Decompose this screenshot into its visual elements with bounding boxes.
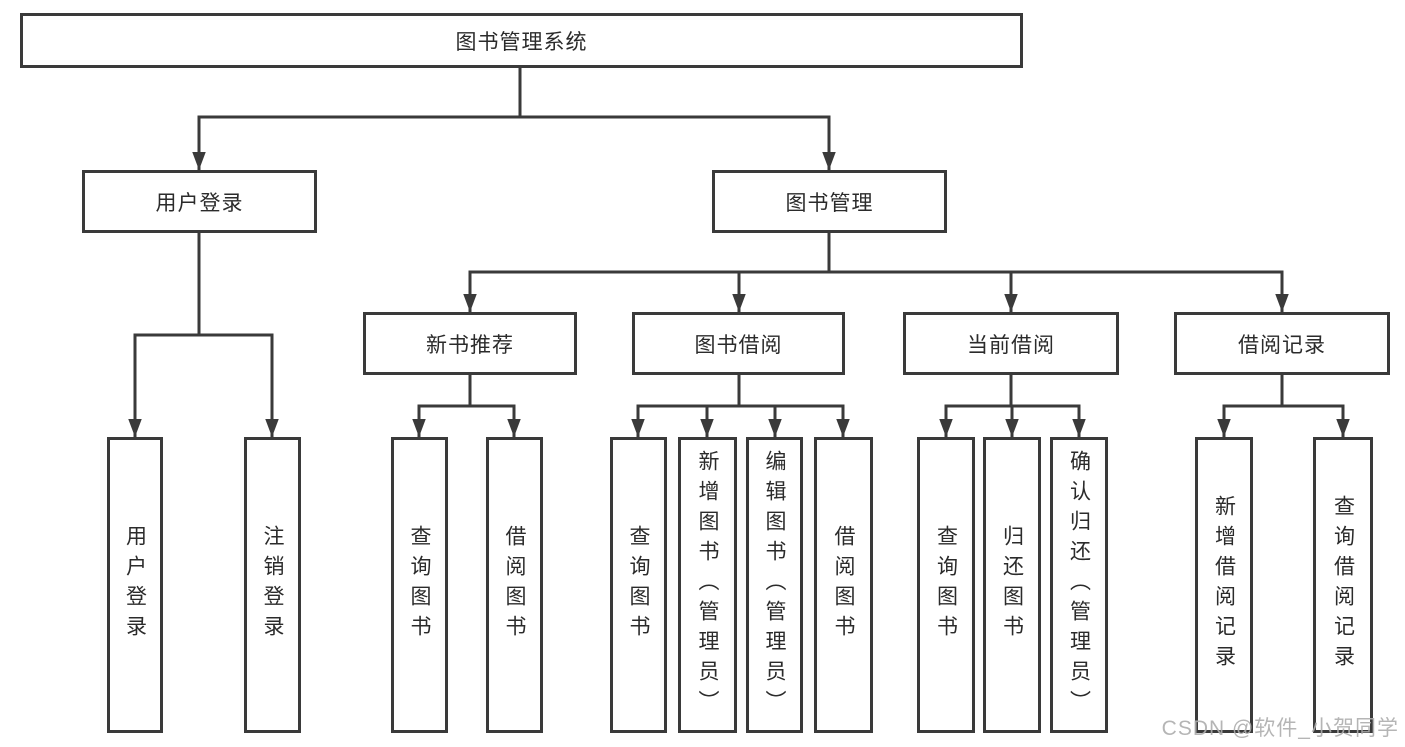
node-cb-return-books-label: 归还图书 xyxy=(1000,525,1024,645)
node-bb-edit-books-admin-label: 编辑图书（管理员） xyxy=(763,450,787,720)
node-cb-query-books: 查询图书 xyxy=(917,437,975,733)
node-bb-edit-books-admin: 编辑图书（管理员） xyxy=(746,437,803,733)
node-user-login-group-label: 用户登录 xyxy=(155,191,244,215)
node-bb-borrow-books: 借阅图书 xyxy=(814,437,873,733)
node-borrowing-records-label: 借阅记录 xyxy=(1238,333,1326,357)
node-borrowing-records: 借阅记录 xyxy=(1174,312,1390,375)
node-cb-confirm-return-admin-label: 确认归还（管理员） xyxy=(1067,450,1091,720)
node-current-borrowing: 当前借阅 xyxy=(903,312,1119,375)
edge-group-borrowing-records xyxy=(1217,375,1350,437)
node-book-borrowing: 图书借阅 xyxy=(632,312,845,375)
node-nb-borrow-books: 借阅图书 xyxy=(486,437,543,733)
node-user-login-group: 用户登录 xyxy=(82,170,317,233)
node-bb-borrow-books-label: 借阅图书 xyxy=(832,525,856,645)
node-nb-query-books-label: 查询图书 xyxy=(408,525,432,645)
node-library-system: 图书管理系统 xyxy=(20,13,1023,68)
edge-group-book-management xyxy=(463,233,1289,312)
node-br-query-record: 查询借阅记录 xyxy=(1313,437,1373,733)
csdn-watermark: CSDN @软件_小贺同学 xyxy=(1161,717,1399,740)
node-book-management-label: 图书管理 xyxy=(785,191,874,215)
edge-group-user-login xyxy=(128,233,279,437)
node-library-system-label: 图书管理系统 xyxy=(455,30,588,54)
node-book-borrowing-label: 图书借阅 xyxy=(694,333,783,357)
node-current-borrowing-label: 当前借阅 xyxy=(967,333,1055,357)
node-book-management: 图书管理 xyxy=(712,170,947,233)
node-user-login: 用户登录 xyxy=(107,437,163,733)
node-nb-borrow-books-label: 借阅图书 xyxy=(503,525,527,645)
edge-group-root xyxy=(192,68,836,170)
node-cb-return-books: 归还图书 xyxy=(983,437,1041,733)
edge-group-current-borrowing xyxy=(939,375,1086,437)
node-cb-query-books-label: 查询图书 xyxy=(934,525,958,645)
node-cb-confirm-return-admin: 确认归还（管理员） xyxy=(1050,437,1108,733)
node-logout-label: 注销登录 xyxy=(261,525,285,645)
edge-group-new-book xyxy=(412,375,521,437)
node-new-book-recommend: 新书推荐 xyxy=(363,312,577,375)
edge-group-book-borrowing xyxy=(631,375,850,437)
node-user-login-label: 用户登录 xyxy=(123,525,147,645)
node-logout: 注销登录 xyxy=(244,437,301,733)
node-bb-query-books: 查询图书 xyxy=(610,437,667,733)
node-bb-add-books-admin-label: 新增图书（管理员） xyxy=(696,450,720,720)
node-bb-query-books-label: 查询图书 xyxy=(627,525,651,645)
node-nb-query-books: 查询图书 xyxy=(391,437,448,733)
node-br-add-record: 新增借阅记录 xyxy=(1195,437,1253,733)
node-bb-add-books-admin: 新增图书（管理员） xyxy=(678,437,737,733)
node-br-query-record-label: 查询借阅记录 xyxy=(1331,495,1355,675)
node-br-add-record-label: 新增借阅记录 xyxy=(1212,495,1236,675)
node-new-book-recommend-label: 新书推荐 xyxy=(426,333,514,357)
